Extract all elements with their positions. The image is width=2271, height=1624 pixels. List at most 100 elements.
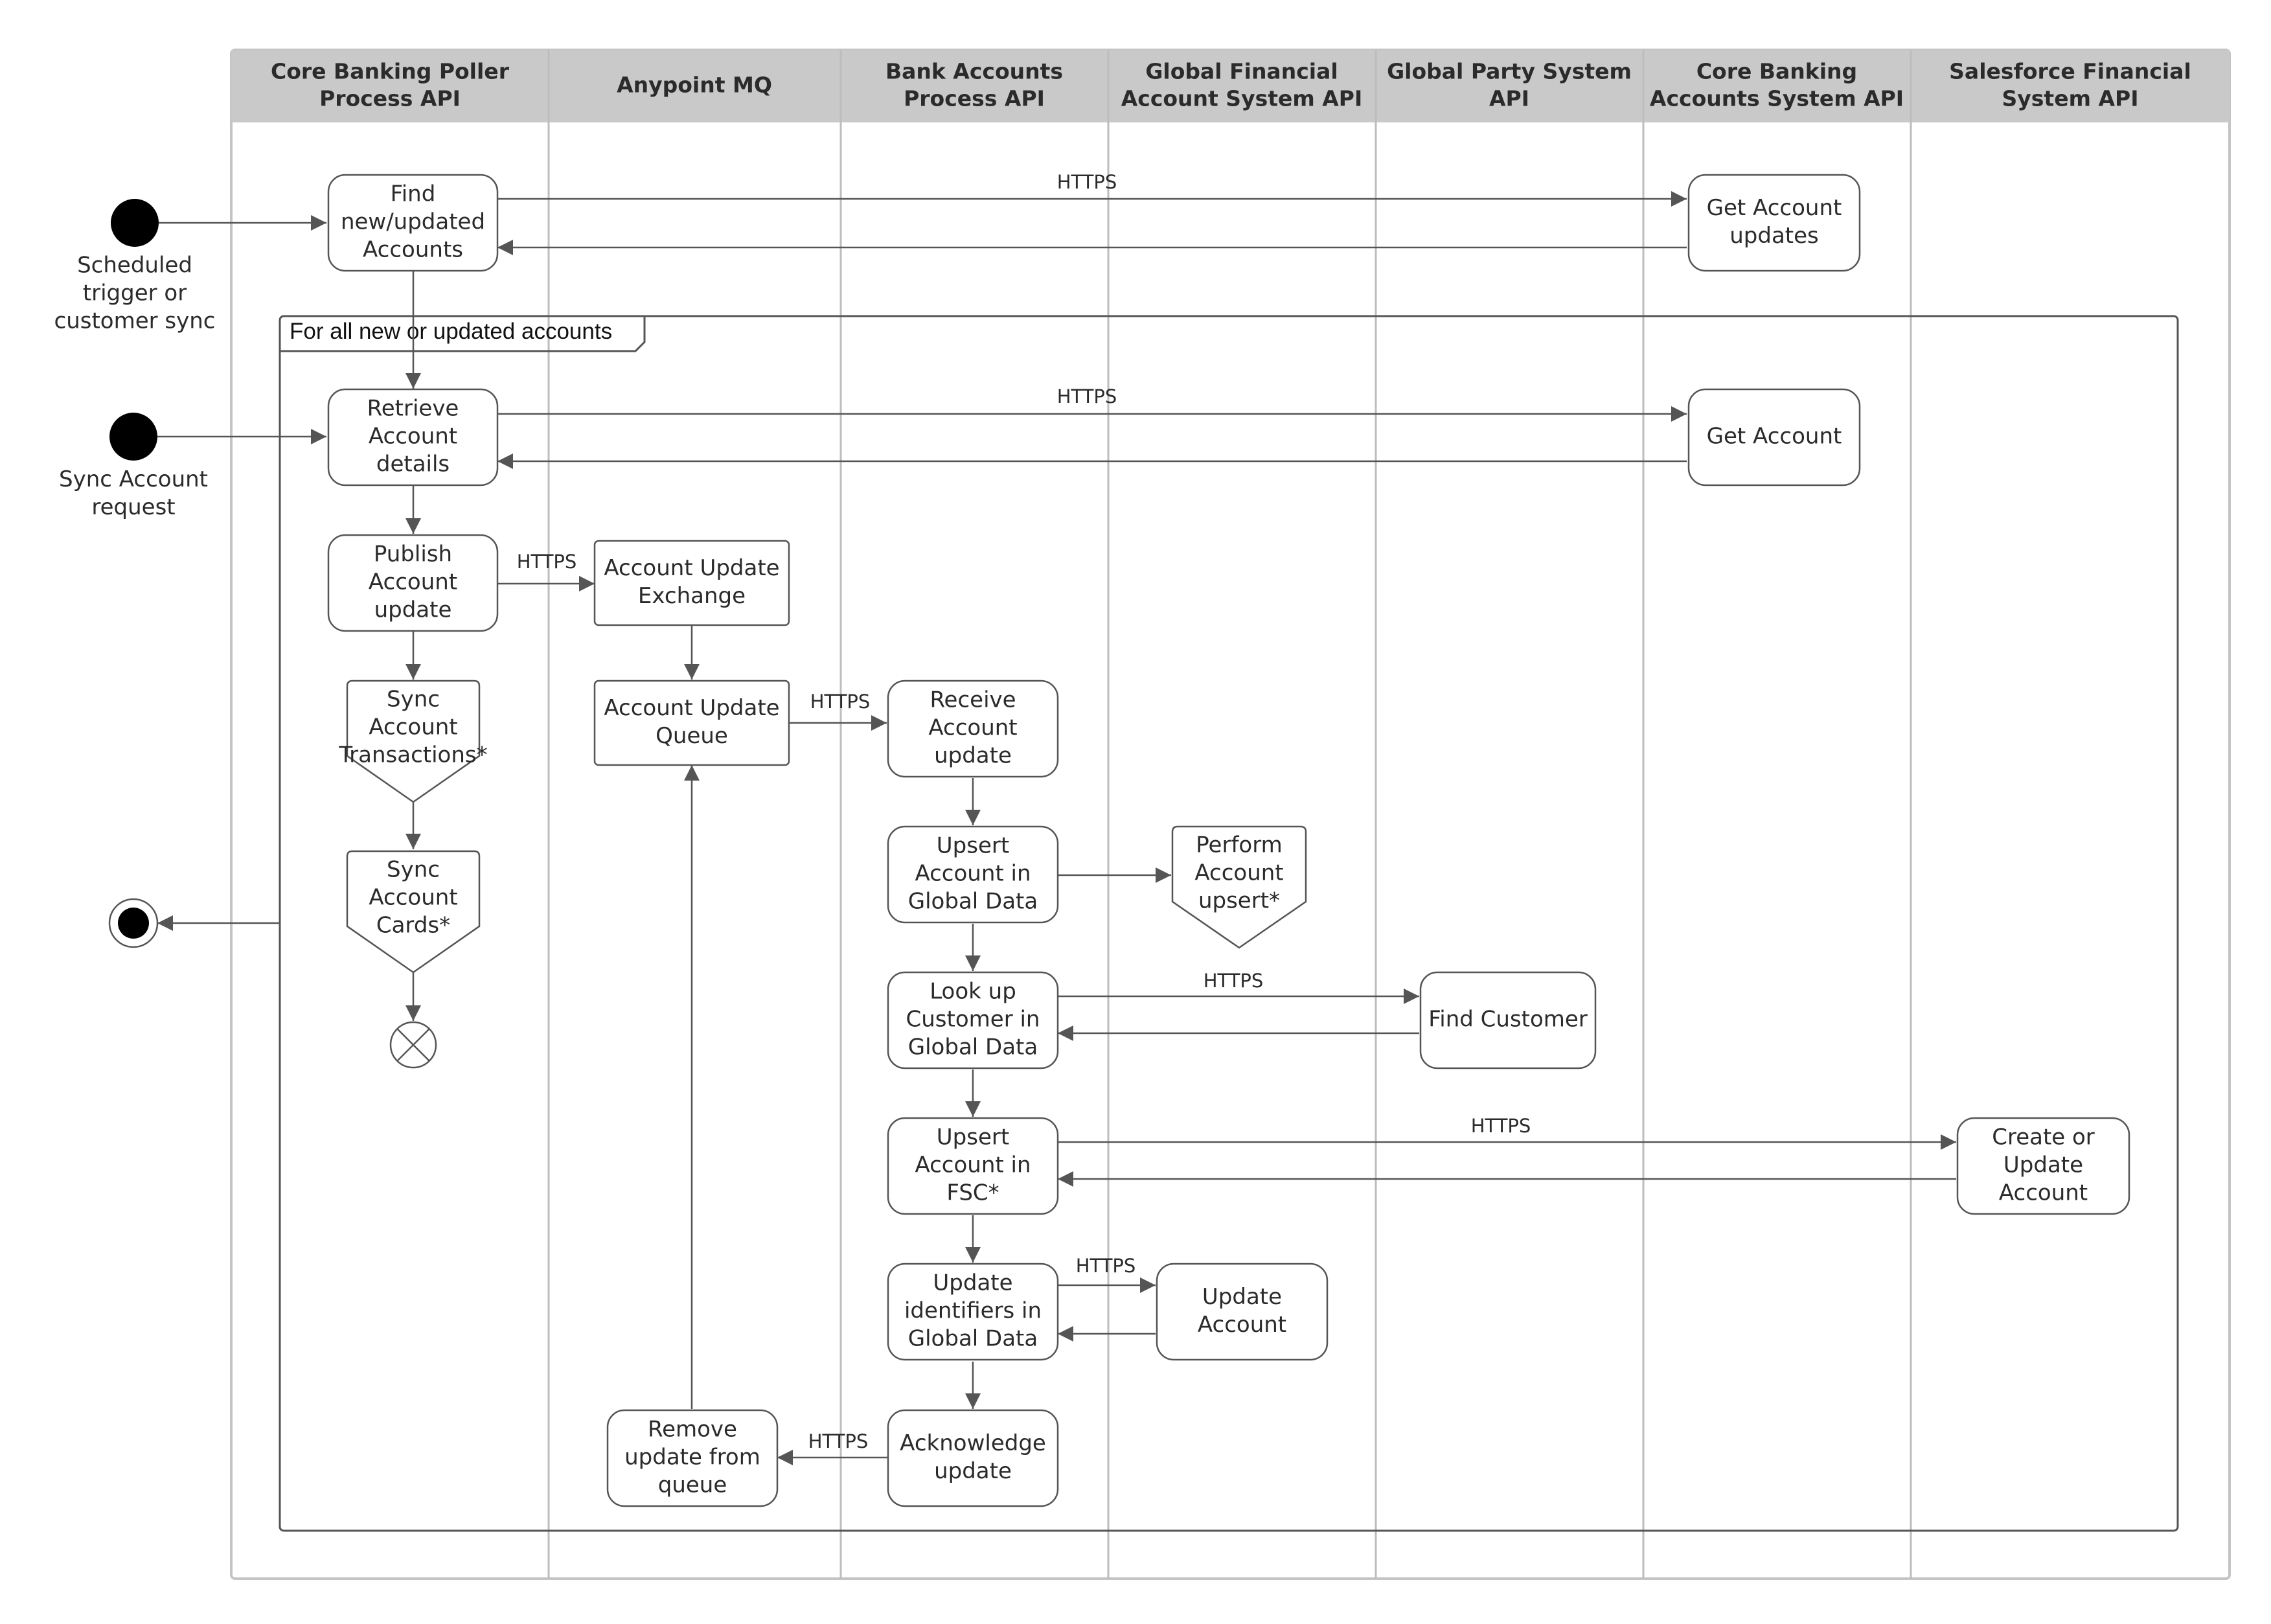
action-shape	[887, 1409, 1059, 1507]
text-line: Process API	[319, 86, 461, 111]
text-line: Accounts	[363, 237, 463, 263]
text-line: details	[376, 452, 450, 477]
action-shape	[887, 680, 1059, 778]
text-line: Sync Account	[59, 466, 208, 492]
action-shape	[327, 534, 499, 632]
action-shape	[593, 540, 790, 626]
edge-label-queue-to-receive: HTTPS	[810, 691, 871, 713]
text-line: update	[374, 597, 452, 623]
text-line: Upsert	[937, 833, 1009, 859]
text-line: Account Update	[604, 555, 779, 581]
text-line: Update	[933, 1270, 1012, 1296]
node-find-customer: Find Customer	[1419, 971, 1597, 1069]
text-line: Account	[1999, 1180, 2088, 1206]
action-shape	[327, 174, 499, 272]
text-line: update	[934, 1458, 1012, 1484]
text-line: Account	[928, 715, 1017, 741]
action-shape	[1156, 1263, 1329, 1361]
action-shape	[346, 850, 481, 974]
text-line: Customer in	[906, 1007, 1040, 1033]
text-line: Account in	[915, 861, 1031, 887]
edge-label-ack-to-remove: HTTPS	[808, 1430, 869, 1452]
action-shape	[1171, 825, 1307, 949]
text-line: Accounts System API	[1650, 86, 1904, 111]
text-line: Acknowledge	[900, 1430, 1046, 1456]
node-get-account: Get Account	[1687, 388, 1861, 486]
action-shape	[327, 388, 499, 486]
text-line: Account	[369, 885, 457, 911]
text-line: queue	[658, 1472, 727, 1498]
text-line: update from	[624, 1445, 760, 1470]
text-line: Global Data	[908, 1326, 1038, 1352]
text-line: Update	[2003, 1152, 2083, 1178]
text-line: System API	[2002, 86, 2139, 111]
text-line: Account	[369, 569, 457, 595]
text-line: Sync	[387, 857, 440, 883]
action-shape	[606, 1409, 779, 1507]
text-line: API	[1489, 86, 1529, 111]
text-line: new/updated	[341, 209, 485, 235]
text-line: Global Party System	[1387, 59, 1632, 84]
text-line: Account	[369, 424, 457, 450]
edge-label-identifiers-to-update-account: HTTPS	[1076, 1255, 1136, 1277]
edge-label-retrieve-to-get-account: HTTPS	[1057, 385, 1117, 407]
text-line: customer sync	[54, 308, 216, 334]
loop-frame-label: For all new or updated accounts	[290, 319, 612, 344]
text-line: Perform	[1196, 832, 1282, 858]
action-shape	[887, 1117, 1059, 1215]
action-shape	[887, 825, 1059, 924]
text-line: FSC*	[946, 1180, 999, 1206]
text-line: Global Financial	[1145, 59, 1338, 84]
text-line: Retrieve	[367, 396, 459, 422]
text-line: Receive	[930, 687, 1016, 713]
swimlane-header-mq: Anypoint MQ	[617, 73, 772, 98]
text-line: updates	[1729, 223, 1819, 249]
text-line: Remove	[648, 1417, 737, 1443]
text-line: Sync	[387, 687, 440, 713]
text-line: Create or	[1992, 1125, 2095, 1150]
text-line: request	[91, 494, 175, 520]
text-line: Account Update	[604, 695, 779, 721]
text-line: Anypoint MQ	[617, 73, 772, 98]
text-line: Look up	[930, 979, 1016, 1005]
edge-label-publish-to-exchange: HTTPS	[517, 551, 577, 573]
flow-final-node	[389, 1021, 437, 1069]
edge-label-find-to-get-updates: HTTPS	[1057, 171, 1117, 193]
text-line: Upsert	[937, 1125, 1009, 1150]
